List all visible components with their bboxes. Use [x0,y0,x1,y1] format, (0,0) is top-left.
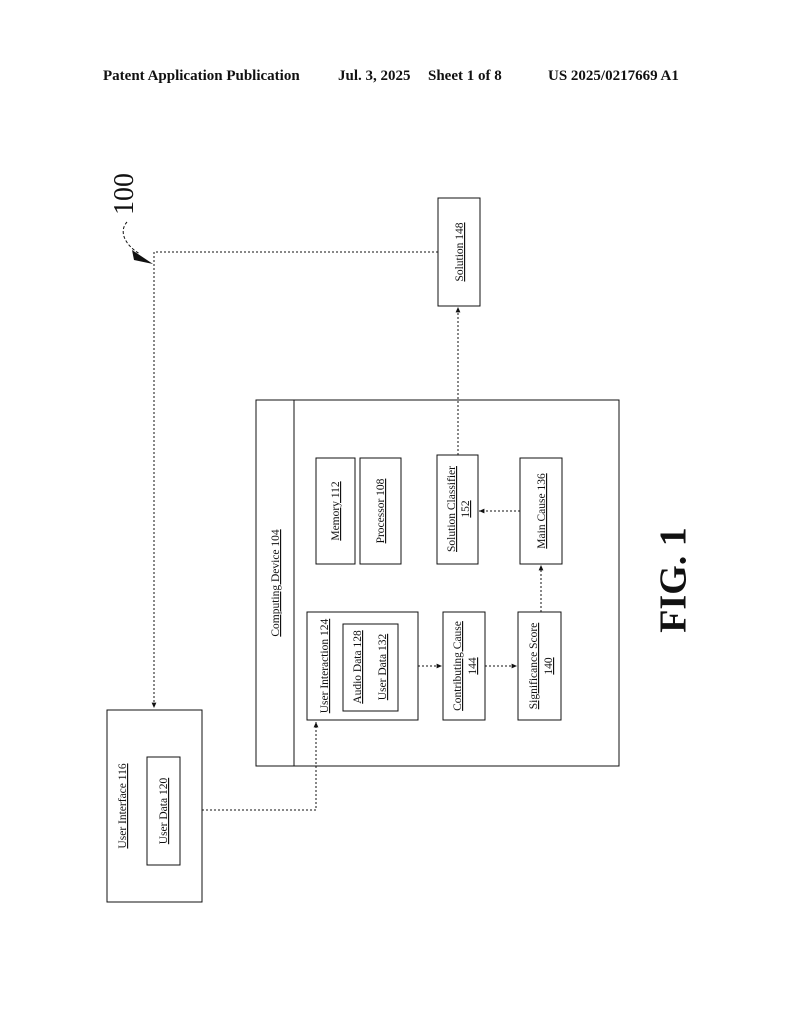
user-interface-label: User Interface 116 [117,763,129,848]
significance-score-label-1: Significance Score [528,623,540,710]
header-publication: Patent Application Publication [103,68,300,84]
ui-to-interaction-line [202,722,319,811]
main-cause-label: Main Cause 136 [536,473,548,549]
significance-score-box [517,611,562,721]
solution-box [437,197,481,307]
data-group-box [342,623,399,712]
user-data-132-label: User Data 132 [377,634,389,701]
figure-reference: 100 [109,173,140,215]
user-interaction-label: User Interaction 124 [319,618,331,713]
contributing-cause-label-1: Contributing Cause [452,621,464,711]
solution-classifier-label-1: Solution Classifier [446,466,458,552]
user-data-120-label: User Data 120 [158,778,170,845]
figure-caption: FIG. 1 [653,527,695,633]
memory-label: Memory 112 [330,481,342,541]
header-number: US 2025/0217669 A1 [548,68,679,84]
processor-box [359,457,402,565]
solution-label: Solution 148 [454,222,466,281]
contributing-cause-label-2: 144 [467,657,479,675]
solution-classifier-label-2: 152 [460,500,472,518]
user-interface-box [106,709,203,903]
header-date: Jul. 3, 2025 [338,68,411,84]
user-data-120-box [146,756,181,866]
reference-arrowhead [132,250,153,264]
memory-box [315,457,356,565]
feedback-line [151,251,438,708]
audio-data-label: Audio Data 128 [352,630,364,704]
computing-device-label: Computing Device 104 [270,529,282,637]
computing-device-box [255,399,620,767]
significance-score-label-2: 140 [543,657,555,675]
processor-label: Processor 108 [375,478,387,543]
reference-pointer [122,221,141,255]
header-sheet: Sheet 1 of 8 [428,68,502,84]
